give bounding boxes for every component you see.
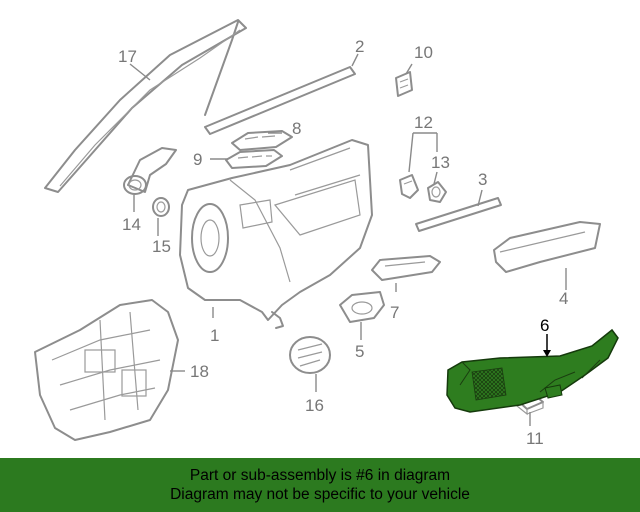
part-18-inner-panel[interactable] [34, 299, 179, 441]
part-5-handle-bezel[interactable] [339, 291, 385, 323]
callout-3: 3 [478, 170, 487, 189]
part-2-belt-molding[interactable] [204, 66, 356, 135]
part-3-weatherstrip[interactable] [415, 197, 502, 232]
part-4-armrest[interactable] [493, 221, 601, 273]
callout-17: 17 [118, 47, 137, 66]
callout-5: 5 [355, 342, 364, 361]
part-1-door-trim-panel[interactable] [179, 139, 373, 329]
part-13-handle-cup[interactable] [427, 181, 447, 203]
callout-4: 4 [559, 289, 568, 308]
part-9-switch-panel[interactable] [225, 149, 283, 169]
callout-1: 1 [210, 326, 219, 345]
info-banner: Part or sub-assembly is #6 in diagram Di… [0, 458, 640, 512]
banner-disclaimer-line: Diagram may not be specific to your vehi… [170, 486, 470, 503]
callout-16: 16 [305, 396, 324, 415]
callout-14: 14 [122, 215, 141, 234]
callout-18: 18 [190, 362, 209, 381]
callout-7: 7 [390, 303, 399, 322]
callout-10: 10 [414, 43, 433, 62]
part-10-clip[interactable] [395, 71, 413, 97]
part-6-lower-trim-panel[interactable] [446, 328, 619, 413]
callout-6: 6 [540, 316, 549, 335]
callout-labels: 17 2 10 8 9 12 13 3 14 15 4 7 1 5 18 16 … [118, 37, 568, 448]
part-7-switch-housing[interactable] [371, 255, 441, 281]
parts-diagram: 17 2 10 8 9 12 13 3 14 15 4 7 1 5 18 16 … [34, 19, 619, 448]
part-8-switch-bezel[interactable] [231, 130, 293, 151]
callout-13: 13 [431, 153, 450, 172]
callout-8: 8 [292, 119, 301, 138]
part-17-pillar-molding[interactable] [44, 19, 247, 193]
part-16-speaker-grille[interactable] [289, 336, 331, 374]
leader-lines [129, 53, 567, 426]
callout-15: 15 [152, 237, 171, 256]
callout-2: 2 [355, 37, 364, 56]
callout-11: 11 [526, 429, 544, 448]
part-14-mirror-trim[interactable] [123, 147, 177, 195]
part-15-grommet[interactable] [152, 197, 170, 217]
part-12-handle-assembly[interactable] [399, 174, 419, 199]
callout-12: 12 [414, 113, 433, 132]
callout-9: 9 [193, 150, 202, 169]
banner-part-line: Part or sub-assembly is #6 in diagram [189, 467, 451, 484]
